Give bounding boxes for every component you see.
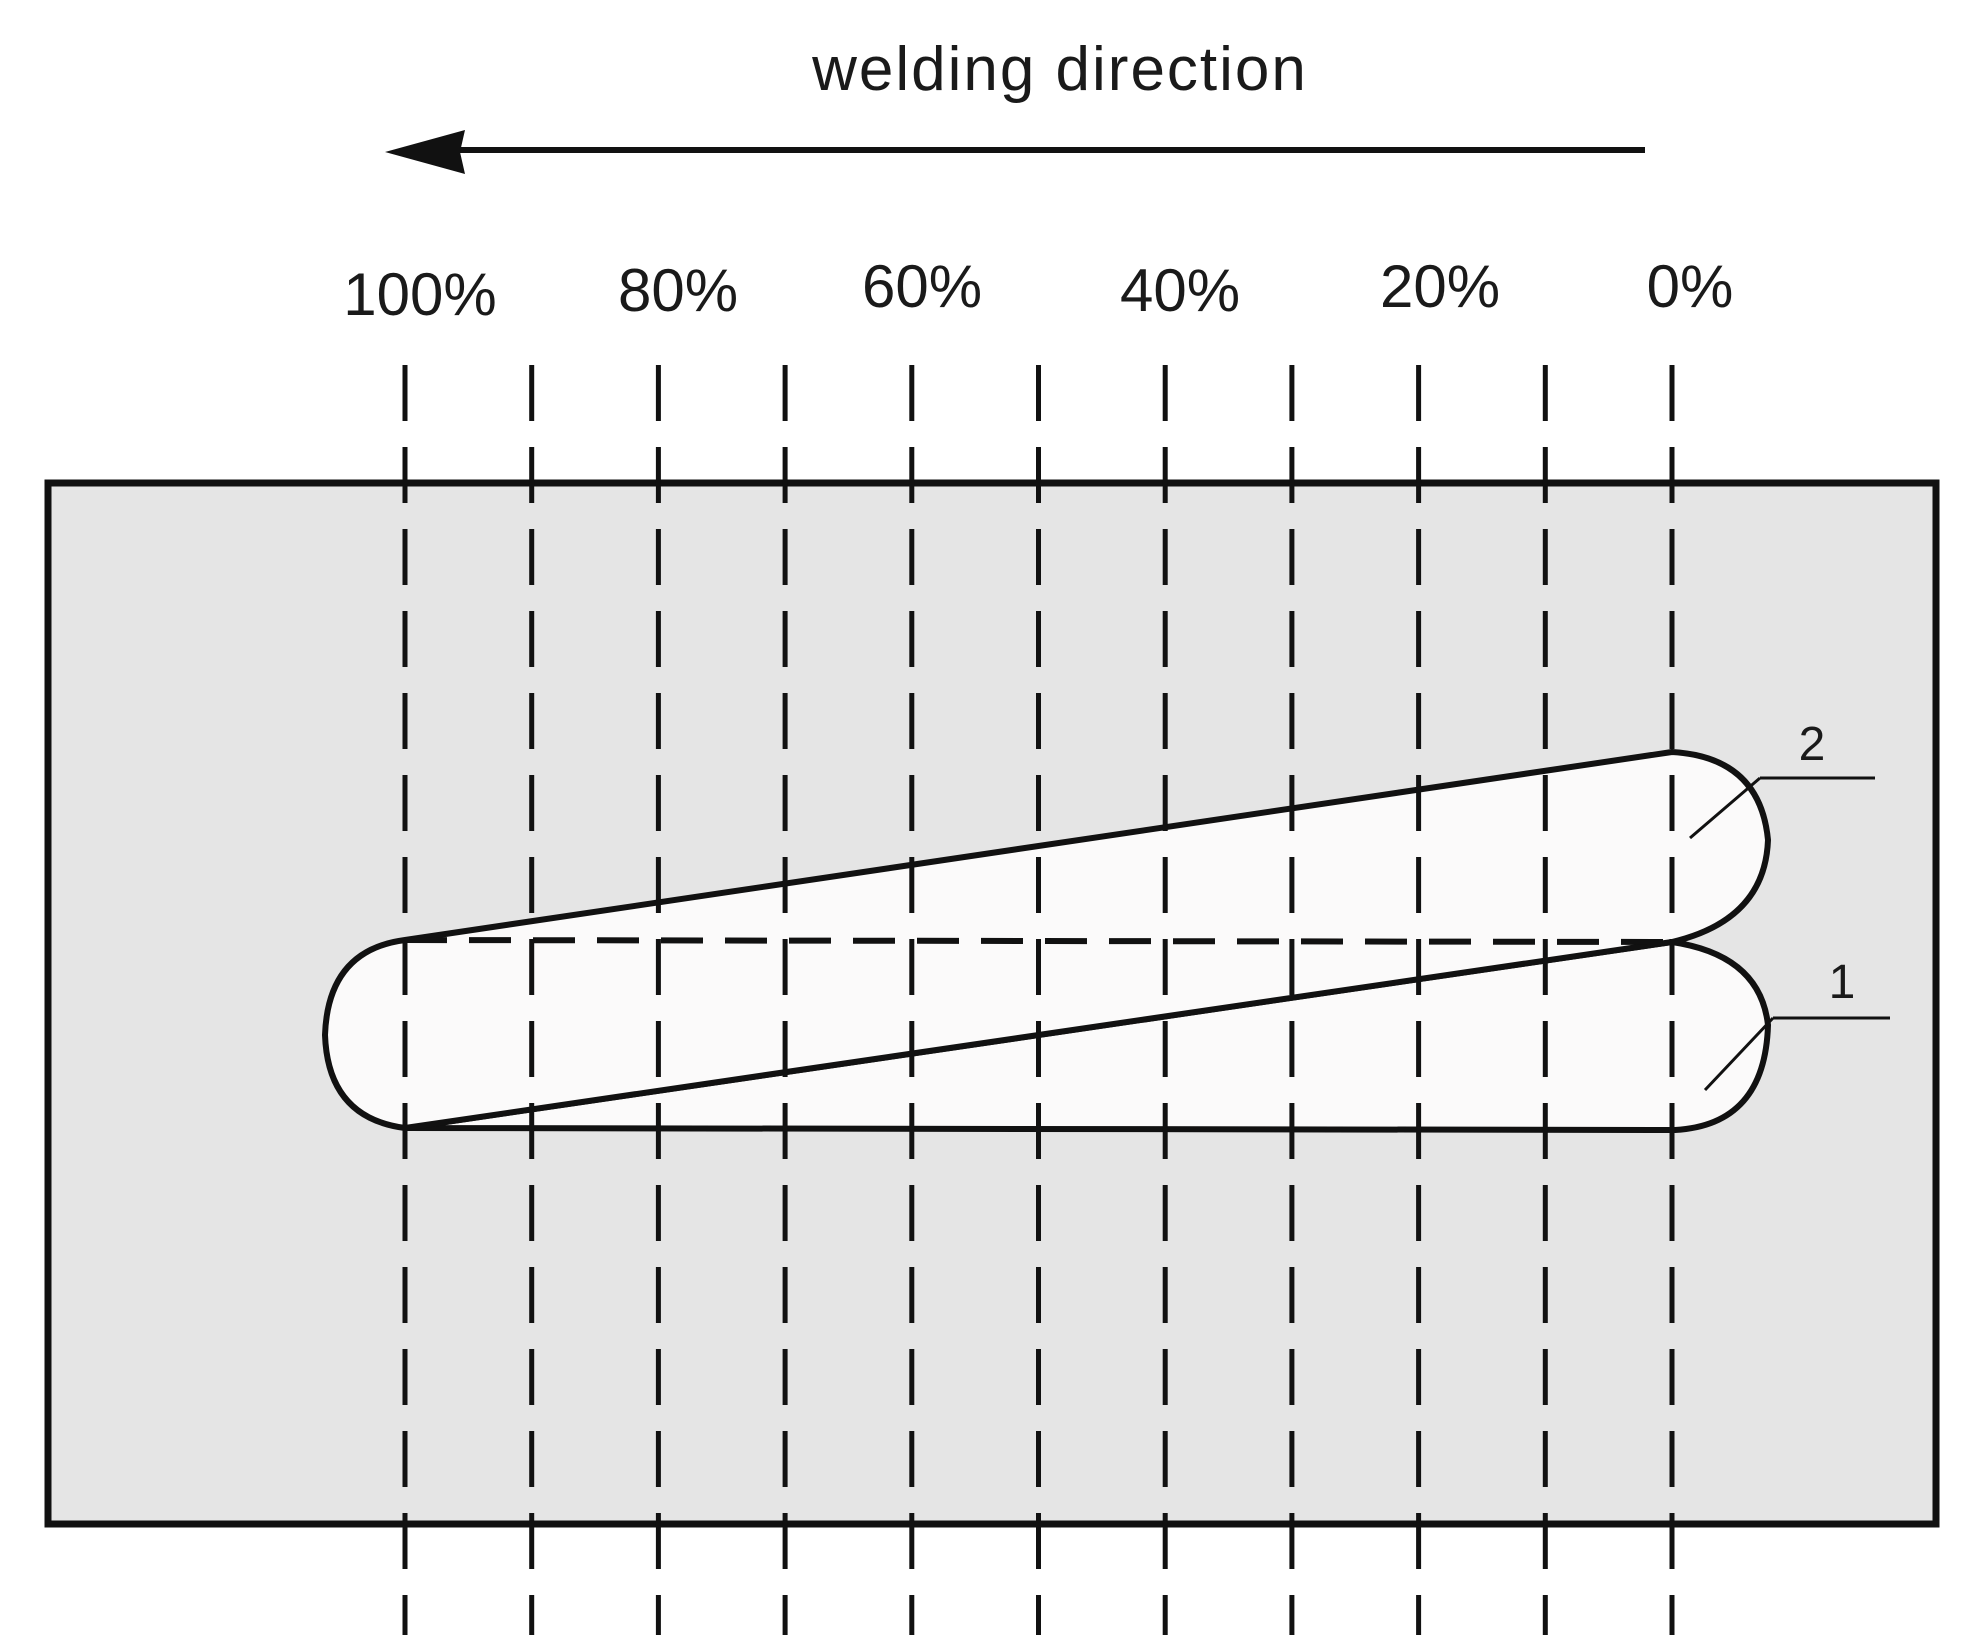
tick-label-40: 40%: [1120, 257, 1240, 324]
bead-interface-line: [404, 937, 1673, 945]
bead-label-2: 2: [1799, 718, 1826, 771]
bead-label-1: 1: [1829, 956, 1856, 1009]
diagram-title: welding direction: [811, 35, 1308, 104]
tick-label-100: 100%: [343, 261, 496, 328]
tick-label-60: 60%: [862, 253, 982, 320]
vertical-reference-lines: [402, 365, 1675, 1635]
welding-direction-arrow: [385, 130, 1645, 174]
tick-label-80: 80%: [618, 257, 738, 324]
tick-label-20: 20%: [1380, 253, 1500, 320]
callout-leaders: [1689, 776, 1890, 1092]
tick-label-0: 0%: [1647, 253, 1734, 320]
percentage-scale: 100% 80% 60% 40% 20% 0%: [343, 253, 1733, 328]
